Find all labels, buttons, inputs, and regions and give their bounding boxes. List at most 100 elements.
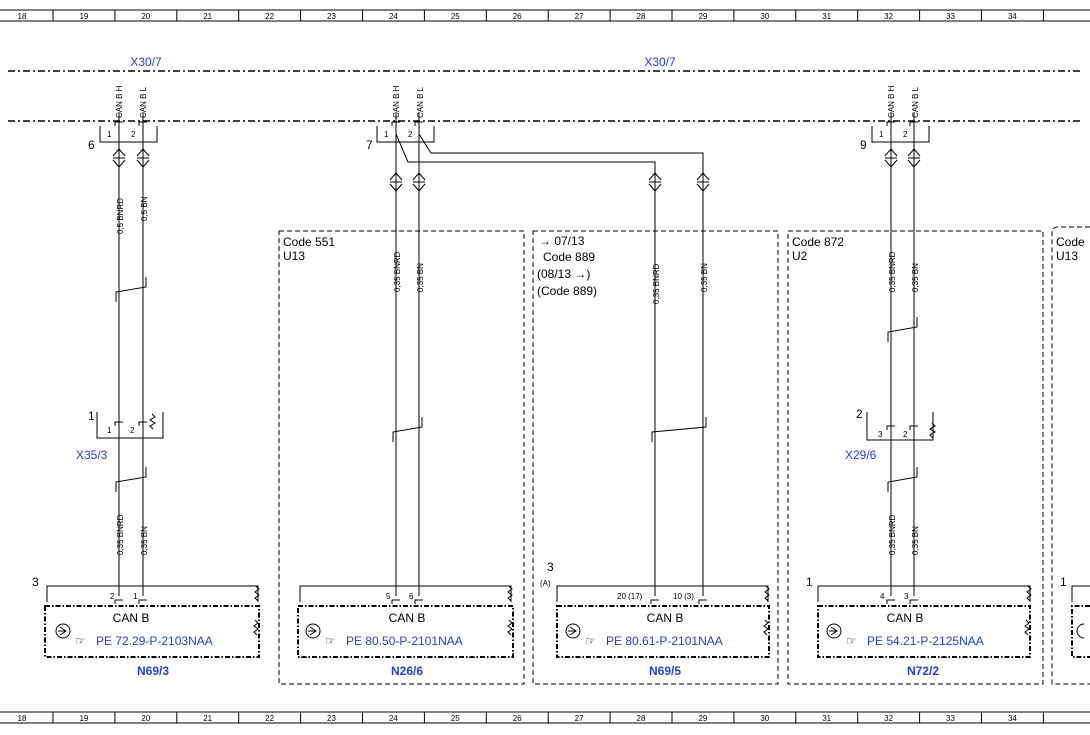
grid-number: 28 (637, 12, 646, 21)
wire-label-bnrd: 0,35 BNRD (652, 263, 661, 304)
code-label: Code 889 (543, 250, 595, 264)
grid-number: 20 (141, 12, 150, 21)
wire-label-bnrd: 0,35 BNRD (393, 251, 402, 292)
twist-mark (392, 417, 423, 442)
wire-label-bnrd: 0,35 BNRD (888, 514, 897, 555)
module-name[interactable]: N69/5 (649, 664, 681, 678)
grid-number: 29 (698, 12, 707, 21)
grid-number: 22 (265, 714, 274, 723)
twist-mark (115, 277, 147, 302)
pin-number: 2 (408, 130, 413, 139)
twist-mark (887, 317, 918, 342)
code-variant: U13 (283, 249, 305, 263)
grid-number: 30 (760, 12, 769, 21)
grid-number: 34 (1008, 714, 1017, 723)
plug-symbols (112, 148, 921, 192)
module-title: CAN B (389, 611, 426, 625)
module-name[interactable]: N72/2 (907, 664, 939, 678)
wire-label-bn: 0,35 BN (911, 526, 920, 555)
grid-number: 31 (822, 12, 831, 21)
twist-mark (651, 417, 707, 442)
control-unit-icon (55, 623, 71, 639)
pin-number: 2 (110, 592, 115, 601)
module-reference-link[interactable]: PE 72.29-P-2103NAA (96, 634, 213, 648)
plug-connector-icon (907, 148, 921, 168)
pin-number: 1 (384, 130, 389, 139)
module-reference-link[interactable]: PE 80.61-P-2101NAA (606, 634, 723, 648)
wire-group-middle (392, 112, 707, 596)
connector-label-left[interactable]: X30/7 (130, 55, 162, 69)
pin-number: 2 (131, 130, 136, 139)
ref-number-3: 3 (32, 575, 39, 589)
module-n69-3[interactable]: CAN B ☞ PE 72.29-P-2103NAA N69/3 (44, 605, 260, 678)
pin-label-canl: CAN B L (139, 86, 148, 118)
grid-number: 27 (575, 714, 584, 723)
pin-number: 2 (903, 130, 908, 139)
reference-pointer-icon: ☞ (75, 634, 86, 648)
grid-number: 25 (451, 714, 460, 723)
plug-connector-icon (412, 172, 426, 192)
module-reference-link[interactable]: PE 54.21-P-2125NAA (867, 634, 984, 648)
grid-number: 23 (327, 12, 336, 21)
reference-pointer-icon: ☞ (325, 634, 336, 648)
wire-group-left (115, 112, 147, 596)
wire-group-right (887, 112, 918, 596)
wire-label-bn: 0,35 BN (140, 526, 149, 555)
splice-x35-3: 1 1 2 X35/3 (76, 409, 164, 462)
pin-labels: CAN B H CAN B L CAN B H CAN B L CAN B H … (115, 85, 920, 118)
ref-number-3: 3 (547, 560, 554, 574)
pin-number: 10 (3) (673, 592, 694, 601)
code-variant: U2 (792, 249, 808, 263)
grid-number: 26 (513, 714, 522, 723)
grid-ruler-bottom (0, 711, 1090, 724)
module-brackets: 3 3 (A) 1 1 (32, 560, 1090, 602)
grid-number: 19 (79, 714, 88, 723)
splice-label-x29-6[interactable]: X29/6 (845, 448, 877, 462)
module-n69-5[interactable]: CAN B ☞ PE 80.61-P-2101NAA N69/5 (556, 605, 770, 678)
grid-number: 26 (513, 12, 522, 21)
splice-label-x35-3[interactable]: X35/3 (76, 448, 108, 462)
connector-label-right[interactable]: X30/7 (644, 55, 676, 69)
reference-pointer-icon: ☞ (585, 634, 596, 648)
grid-number: 31 (822, 714, 831, 723)
module-n72-2[interactable]: CAN B ☞ PE 54.21-P-2125NAA N72/2 (817, 605, 1031, 678)
pin-number: 20 (17) (617, 592, 643, 601)
code-variant: U13 (1056, 249, 1078, 263)
grid-number: 33 (946, 12, 955, 21)
ref-number-2: 2 (856, 407, 863, 421)
wire-label-bnrd: 0,5 BNRD (116, 198, 125, 234)
module-n26-6[interactable]: CAN B ☞ PE 80.50-P-2101NAA N26/6 (297, 605, 514, 678)
ref-variant-a: (A) (540, 579, 551, 588)
branch-wire-canh (395, 133, 656, 596)
date-range: → 07/13 (539, 234, 585, 248)
module-title: CAN B (113, 611, 150, 625)
grid-number: 33 (946, 714, 955, 723)
grid-number: 21 (203, 12, 212, 21)
wire-label-bn: 0,35 BN (416, 263, 425, 292)
module-partial-right (1071, 605, 1090, 658)
ref-number-7: 7 (366, 138, 373, 152)
connector-7: 7 1 2 (366, 126, 435, 152)
module-name[interactable]: N26/6 (391, 664, 423, 678)
pin-label-canl: CAN B L (911, 86, 920, 118)
wire-label-bnrd: 0,35 BNRD (116, 514, 125, 555)
ref-number-1: 1 (1060, 575, 1067, 589)
pin-brackets (114, 121, 918, 126)
plug-connector-icon (648, 172, 662, 192)
pin-label-canh: CAN B H (392, 85, 401, 118)
twist-mark (887, 467, 918, 492)
module-reference-link[interactable]: PE 80.50-P-2101NAA (346, 634, 463, 648)
ref-number-1: 1 (88, 409, 95, 423)
code-box-872: Code 872 U2 (787, 230, 1044, 685)
pin-number: 4 (880, 592, 885, 601)
grid-number: 32 (884, 12, 893, 21)
module-name[interactable]: N69/3 (137, 664, 169, 678)
pin-number: 1 (879, 130, 884, 139)
code-box-partial: Code U13 (1051, 226, 1090, 685)
splice-x29-6: 2 3 2 X29/6 (845, 407, 936, 462)
pin-number: 2 (130, 426, 135, 435)
plug-connector-icon (112, 148, 126, 168)
connector-9: 9 1 2 (860, 126, 930, 152)
pin-number: 1 (107, 426, 112, 435)
